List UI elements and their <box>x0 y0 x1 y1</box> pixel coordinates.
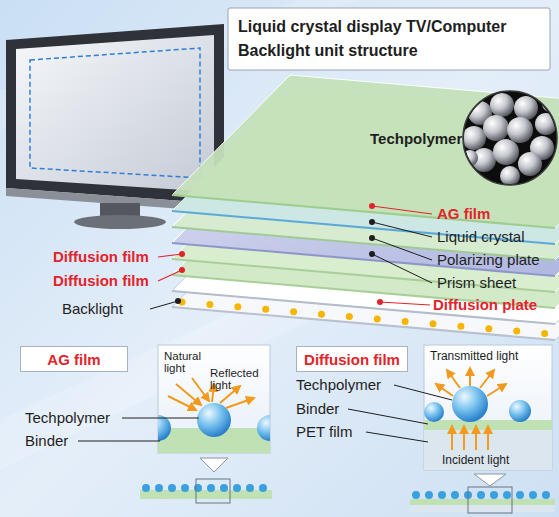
diagram-title: Liquid crystal display TV/Computer Backl… <box>238 15 550 63</box>
leader-dot <box>369 203 375 209</box>
leader-line <box>78 441 160 442</box>
leader-line <box>348 409 428 424</box>
light-label: Natural light <box>164 350 212 374</box>
tv-stand-neck <box>100 203 140 217</box>
leader-line <box>158 270 182 281</box>
strip-spheres <box>416 491 552 499</box>
leader-lines <box>150 203 432 309</box>
heading-box: AG film <box>20 346 128 372</box>
leader-line <box>372 254 432 283</box>
leader-line <box>380 302 430 305</box>
leader-dot <box>377 299 383 305</box>
part-label: Polarizing plate <box>437 251 540 269</box>
leader-line <box>372 206 432 214</box>
micro-spheres <box>462 93 558 186</box>
micro-sphere <box>493 139 519 165</box>
micro-sphere <box>507 117 533 143</box>
light-arrow <box>451 426 453 450</box>
polymer-sphere <box>452 386 488 422</box>
light-label: Reflected light <box>210 367 266 391</box>
heading-box: Diffusion film <box>296 346 408 372</box>
light-arrow <box>436 384 453 396</box>
leader-line <box>366 432 428 442</box>
micro-sphere <box>462 126 486 150</box>
zoom-pointer <box>200 458 228 472</box>
zoom-box <box>468 487 512 513</box>
material-label: Binder <box>25 432 68 450</box>
polymer-sphere <box>158 415 171 441</box>
material-label: Binder <box>296 400 339 418</box>
part-label: AG film <box>437 205 490 223</box>
leader-line <box>372 238 432 260</box>
ag-film-layer <box>172 75 559 228</box>
light-label: Transmitted light <box>430 349 518 363</box>
strip-spheres <box>146 484 270 492</box>
polymer-sphere <box>197 403 231 437</box>
micro-sphere <box>514 96 538 120</box>
micro-sphere <box>500 166 520 186</box>
material-label: PET film <box>296 423 352 441</box>
light-arrow <box>226 398 254 408</box>
part-label: Prism sheet <box>437 274 516 292</box>
micrograph-disc <box>463 91 557 185</box>
leader-dot <box>369 219 375 225</box>
part-label: Diffusion film <box>53 272 149 290</box>
leader-dot <box>179 267 185 273</box>
polymer-sphere <box>424 402 444 422</box>
leader-line <box>372 222 432 237</box>
light-arrow <box>168 396 196 410</box>
zoom-box <box>196 479 230 503</box>
heading-text: Diffusion film <box>304 351 400 368</box>
part-label: Diffusion film <box>53 248 149 266</box>
part-label: Liquid crystal <box>437 228 525 246</box>
tv-screen <box>16 35 214 192</box>
light-arrow <box>480 370 494 388</box>
film-strip <box>410 499 555 505</box>
micro-sphere <box>542 96 558 112</box>
leader-line <box>150 301 178 309</box>
heading-text: AG film <box>47 351 100 368</box>
title-box <box>228 8 550 70</box>
light-arrow <box>487 426 489 450</box>
light-arrow <box>475 426 477 450</box>
inset-frame <box>424 345 552 470</box>
leader-line <box>394 385 452 400</box>
leader-line <box>122 418 199 419</box>
layer-edge <box>172 195 555 228</box>
light-arrow <box>487 384 506 396</box>
polymer-sphere <box>509 400 531 422</box>
pet-strip <box>410 505 555 512</box>
polymer-sphere <box>257 415 270 441</box>
micro-sphere <box>490 93 514 117</box>
part-label: Diffusion plate <box>433 296 537 314</box>
micro-sphere <box>518 152 542 176</box>
tv-stand-base <box>74 215 166 229</box>
leader-dot <box>369 251 375 257</box>
material-label: Techpolymer <box>25 409 110 427</box>
light-arrow <box>192 378 209 401</box>
light-arrow <box>469 368 471 386</box>
material-label: Techpolymer <box>296 376 381 394</box>
leader-dot <box>175 298 181 304</box>
sphere-micrograph <box>462 91 558 186</box>
light-arrow <box>447 370 460 388</box>
micrograph-rim <box>463 91 557 185</box>
micro-sphere <box>535 113 557 135</box>
micro-sphere <box>483 115 509 141</box>
light-label: Incident light <box>442 453 509 467</box>
leader-line <box>158 254 182 257</box>
part-label: Backlight <box>62 300 123 318</box>
light-arrow <box>463 426 465 450</box>
zoom-pointer <box>474 474 506 486</box>
layer-stack <box>172 75 559 340</box>
screen-outline <box>30 48 200 178</box>
leader-dot <box>179 251 185 257</box>
part-label: Techpolymer <box>370 130 462 148</box>
inset-frame <box>158 345 270 453</box>
leader-dot <box>369 235 375 241</box>
